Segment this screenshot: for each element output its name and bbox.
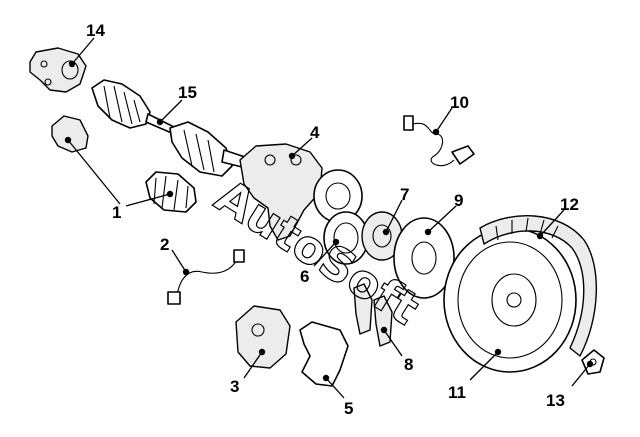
- callout-3: 3: [230, 377, 239, 396]
- callout-14: 14: [86, 21, 105, 40]
- part-10-sensor: [403, 115, 475, 167]
- leader-3: [243, 351, 263, 379]
- leader-2: [171, 249, 187, 273]
- leader-15: [159, 99, 183, 123]
- leader-5: [325, 377, 345, 399]
- part-4-knuckle: [239, 143, 363, 241]
- leader-10: [435, 107, 453, 133]
- leader-7: [385, 199, 403, 233]
- part-12-splash-guard: [479, 215, 597, 357]
- callout-6: 6: [300, 267, 309, 286]
- callout-11: 11: [448, 383, 466, 402]
- leader-1b: [125, 193, 171, 207]
- callout-10: 10: [450, 93, 469, 112]
- callout-4: 4: [310, 123, 320, 142]
- callout-8: 8: [404, 355, 413, 374]
- leader-4: [291, 137, 313, 157]
- leader-1a: [67, 139, 121, 205]
- part-5-caliper-bracket: [299, 321, 349, 387]
- callout-2: 2: [160, 235, 169, 254]
- part-3-caliper: [235, 305, 291, 369]
- callout-1: 1: [112, 203, 121, 222]
- part-14-bracket: [29, 47, 87, 93]
- leader-dots: [64, 60, 594, 382]
- callout-labels: 1 2 3 4 5 6 7 8 9 10 11 12 13 14 15: [86, 21, 579, 418]
- leader-9: [427, 205, 457, 233]
- callout-13: 13: [546, 391, 565, 410]
- leader-8: [383, 329, 403, 357]
- leader-12: [539, 209, 565, 237]
- callout-15: 15: [178, 83, 197, 102]
- part-2-brake-hose: [167, 249, 245, 305]
- leader-6: [313, 241, 337, 267]
- callout-9: 9: [454, 191, 463, 210]
- part-15-drive-shaft: [91, 79, 249, 177]
- leader-14: [71, 37, 95, 65]
- part-9-dust-shield: [393, 217, 455, 299]
- leader-lines: [67, 37, 591, 399]
- part-8-brake-pads: [353, 283, 393, 347]
- leader-13: [571, 363, 591, 387]
- callout-12: 12: [560, 195, 579, 214]
- callout-5: 5: [344, 399, 353, 418]
- leader-11: [469, 351, 499, 381]
- part-11-brake-disc: [443, 227, 577, 373]
- callout-7: 7: [400, 185, 409, 204]
